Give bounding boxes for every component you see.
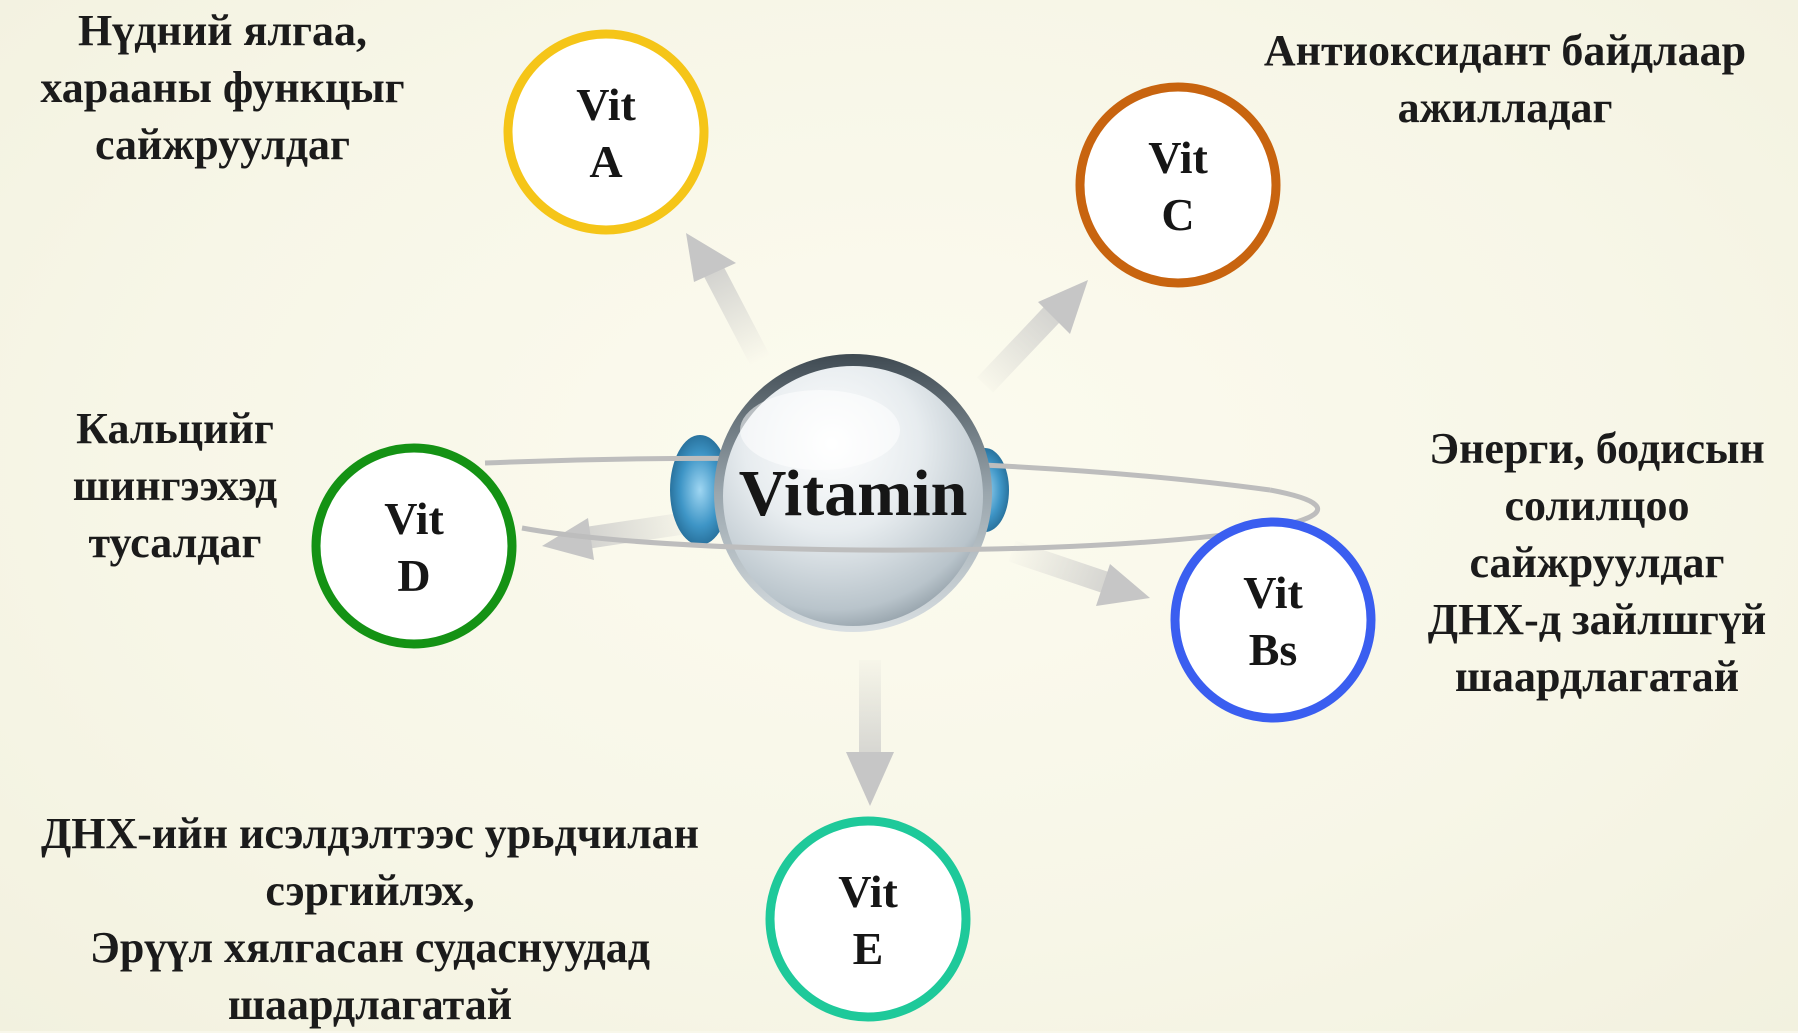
desc-vit-e-line: шаардлагатай (227, 980, 513, 1029)
arrow-to-vit-a (686, 233, 770, 366)
node-vit-e-line2: E (853, 923, 884, 974)
node-vit-e-line1: Vit (838, 866, 898, 917)
desc-vit-bs-line: солилцоо (1504, 481, 1690, 530)
node-vit-d-line2: D (397, 550, 430, 601)
desc-vit-a-line: Нүдний ялгаа, (77, 6, 367, 55)
orbit-ring-front (521, 487, 1321, 553)
node-vit-e: Vit E (765, 816, 971, 1022)
desc-vit-c: Антиоксидант байдлаар ажилладаг (1230, 22, 1780, 136)
node-vit-a: Vit A (503, 29, 709, 235)
arrow-to-vit-e (846, 660, 894, 806)
desc-vit-d-line: тусалдаг (88, 518, 262, 567)
desc-vit-e: ДНХ-ийн исэлдэлтээс урьдчилан сэргийлэх,… (0, 805, 740, 1033)
node-vit-bs-line1: Vit (1243, 567, 1303, 618)
node-vit-a-line2: A (589, 136, 622, 187)
node-vit-d-line1: Vit (384, 493, 444, 544)
desc-vit-e-line: ДНХ-ийн исэлдэлтээс урьдчилан (40, 809, 700, 858)
desc-vit-d-line: шингээхэд (72, 461, 278, 510)
arrow-to-vit-c (977, 280, 1088, 393)
desc-vit-a: Нүдний ялгаа, харааны функцыг сайжруулда… (0, 2, 445, 173)
vitamin-sphere (714, 354, 992, 632)
desc-vit-c-line: Антиоксидант байдлаар (1263, 26, 1747, 75)
desc-vit-d: Кальцийг шингээхэд тусалдаг (30, 400, 320, 571)
node-vit-c-line2: C (1161, 189, 1194, 240)
desc-vit-bs-line: шаардлагатай (1454, 652, 1740, 701)
node-vit-e-circle (765, 816, 971, 1022)
desc-vit-a-line: харааны функцыг (40, 63, 405, 112)
desc-vit-bs-line: сайжруулдаг (1469, 538, 1725, 587)
arrow-to-vit-bs (1008, 540, 1150, 606)
desc-vit-bs: Энерги, бодисын солилцоо сайжруулдаг ДНХ… (1398, 420, 1796, 705)
node-vit-d-circle (311, 443, 517, 649)
desc-vit-e-line: сэргийлэх, (265, 866, 475, 915)
node-vit-c-line1: Vit (1148, 132, 1208, 183)
hub-left-lens (670, 435, 730, 545)
node-vit-d: Vit D (311, 443, 517, 649)
desc-vit-e-line: Эрүүл хялгасан судаснуудад (90, 923, 650, 972)
desc-vit-a-line: сайжруулдаг (94, 120, 351, 169)
desc-vit-c-line: ажилладаг (1397, 83, 1613, 132)
desc-vit-d-line: Кальцийг (76, 404, 274, 453)
node-vit-bs-line2: Bs (1249, 624, 1298, 675)
desc-vit-bs-line: ДНХ-д зайлшгүй (1427, 595, 1767, 644)
desc-vit-bs-line: Энерги, бодисын (1429, 424, 1765, 473)
hub-label: Vitamin (739, 457, 968, 530)
node-vit-bs-circle (1170, 517, 1376, 723)
node-vit-bs: Vit Bs (1170, 517, 1376, 723)
node-vit-a-line1: Vit (576, 79, 636, 130)
node-vit-c-circle (1075, 82, 1281, 288)
node-vit-a-circle (503, 29, 709, 235)
node-vit-c: Vit C (1075, 82, 1281, 288)
